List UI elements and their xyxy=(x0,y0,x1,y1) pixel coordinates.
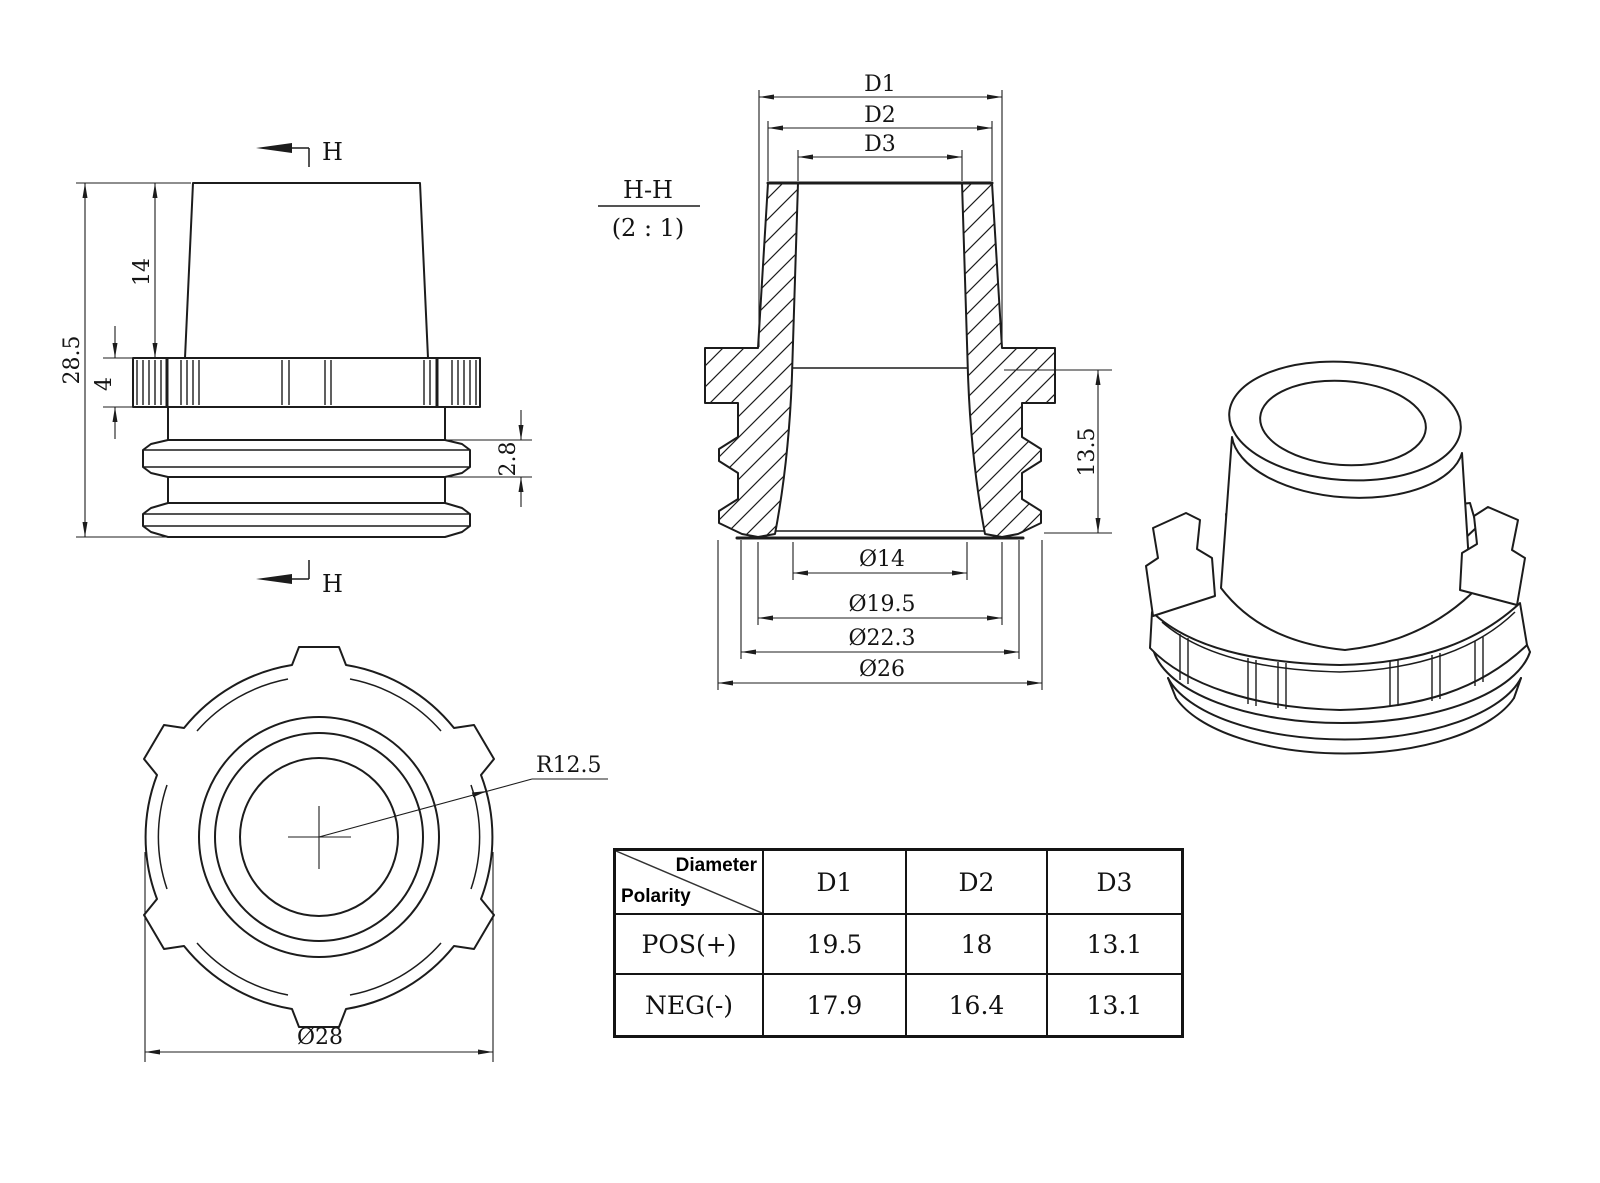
table-corner-diameter: Diameter xyxy=(675,855,757,876)
table-cell: 16.4 xyxy=(907,975,1048,1035)
table-header-d3: D3 xyxy=(1048,851,1181,915)
table-cell: 19.5 xyxy=(764,915,907,975)
table-header-d1: D1 xyxy=(764,851,907,915)
section-letter-bottom: H xyxy=(322,570,343,598)
dim-label-o14: Ø14 xyxy=(859,547,905,572)
top-gear-outline xyxy=(143,646,495,1028)
dim-label-d1: D1 xyxy=(864,72,896,97)
side-view: H H 28.5 14 xyxy=(60,138,532,598)
dim-d3: D3 xyxy=(797,132,963,181)
dim-outer-diameter: Ø28 xyxy=(144,852,494,1062)
side-cone-outline xyxy=(184,182,429,359)
dim-label-o22-3: Ø22.3 xyxy=(848,626,915,651)
polarity-diameter-table: Diameter Polarity D1 D2 D3 POS(+) 19.5 1… xyxy=(613,848,1184,1038)
dim-radius: R12.5 xyxy=(318,753,608,838)
section-title: H-H xyxy=(623,176,673,204)
dim-label-4: 4 xyxy=(92,377,117,391)
table-cell: 13.1 xyxy=(1086,990,1143,1020)
iso-rim-hole xyxy=(1259,379,1427,467)
dim-label-o28: Ø28 xyxy=(297,1025,343,1050)
table-corner-polarity: Polarity xyxy=(621,886,691,907)
section-view: H-H (2 : 1) D1 D2 xyxy=(598,72,1112,690)
side-lower-neck xyxy=(167,476,446,504)
center-mark xyxy=(288,806,351,869)
iso-tab-right xyxy=(1459,506,1526,606)
dim-total-height: 28.5 xyxy=(60,182,191,538)
dim-label-o19-5: Ø19.5 xyxy=(848,592,915,617)
dim-label-d3: D3 xyxy=(864,132,896,157)
side-upper-neck xyxy=(167,406,446,441)
dim-groove-diameter: Ø22.3 xyxy=(740,540,1020,659)
iso-cone xyxy=(1220,436,1472,651)
top-view: R12.5 Ø28 xyxy=(143,646,608,1062)
dim-skirt-diameter: Ø19.5 xyxy=(757,542,1003,625)
side-knurl-band xyxy=(132,357,481,408)
table-row-neg-label: NEG(-) xyxy=(616,975,764,1035)
section-cut-bottom: H xyxy=(256,560,343,598)
dim-label-28-5: 28.5 xyxy=(60,336,85,385)
table-cell: 13.1 xyxy=(1048,915,1181,975)
dim-d1: D1 xyxy=(758,72,1003,347)
iso-view xyxy=(1145,360,1531,755)
top-circle-bore xyxy=(239,757,399,917)
dim-d2: D2 xyxy=(767,103,993,181)
section-letter-top: H xyxy=(322,138,343,166)
dim-label-2-8: 2.8 xyxy=(496,442,521,477)
section-wall-right xyxy=(961,182,1056,538)
dim-label-d2: D2 xyxy=(864,103,896,128)
side-knurl-lines xyxy=(136,359,477,406)
dim-bore-diameter: Ø14 xyxy=(792,542,968,580)
section-wall-left xyxy=(704,182,799,538)
section-scale: (2 : 1) xyxy=(612,214,685,242)
dim-rib-diameter: Ø26 xyxy=(717,540,1043,690)
top-circle-outer-ring xyxy=(198,716,440,958)
table-cell: 18 xyxy=(907,915,1048,975)
iso-knurl-lines xyxy=(1179,634,1484,709)
dim-knurl-height: 4 xyxy=(92,326,133,439)
dim-flange-height: 2.8 xyxy=(447,410,532,507)
table-diagonal-line xyxy=(616,851,762,913)
dim-label-14: 14 xyxy=(130,258,155,286)
table-cell: 17.9 xyxy=(764,975,907,1035)
iso-tab-left xyxy=(1145,512,1216,617)
section-cut-top: H xyxy=(256,138,343,167)
dim-label-r12-5: R12.5 xyxy=(536,753,602,778)
table-corner-cell: Diameter Polarity xyxy=(616,851,764,915)
dim-label-13-5: 13.5 xyxy=(1075,428,1100,477)
table-header-d2: D2 xyxy=(907,851,1048,915)
dim-label-o26: Ø26 xyxy=(859,657,905,682)
table-row-pos-label: POS(+) xyxy=(616,915,764,975)
dim-lower-height: 13.5 xyxy=(1004,369,1112,534)
top-circle-inner-ring xyxy=(214,732,424,942)
side-upper-flange xyxy=(142,439,471,478)
dim-cone-height: 14 xyxy=(130,183,158,358)
side-lower-flange xyxy=(142,502,471,538)
